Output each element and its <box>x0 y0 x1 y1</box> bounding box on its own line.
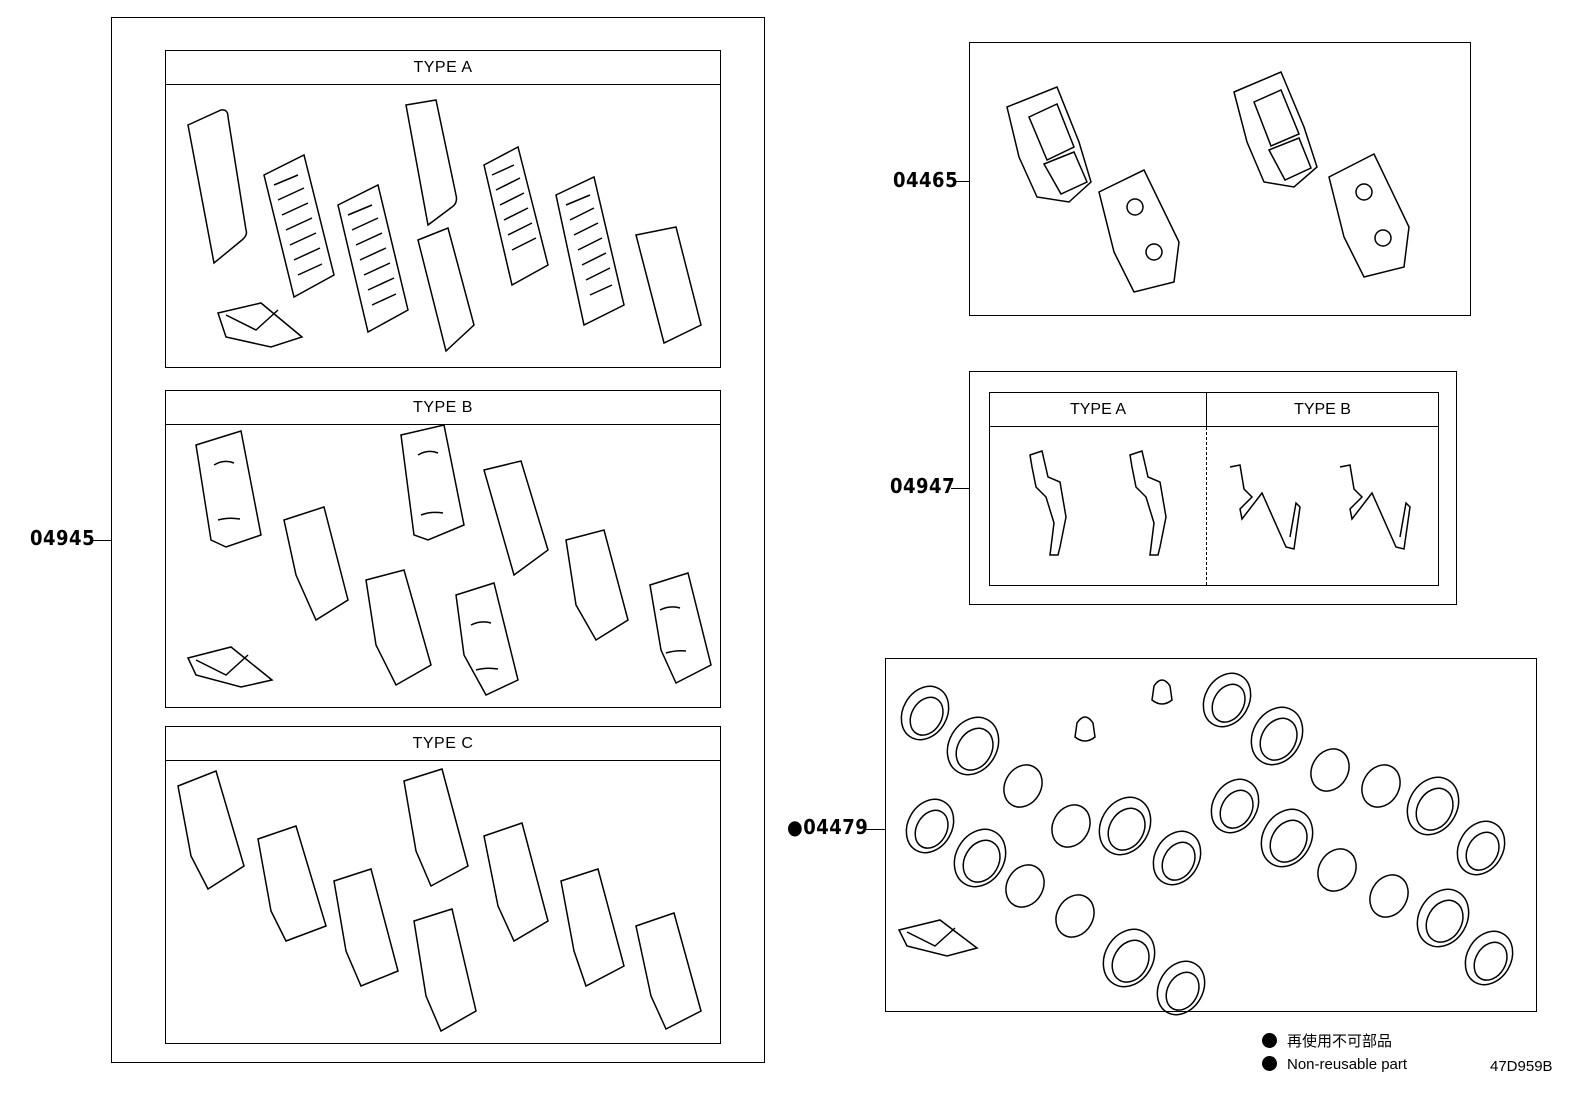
legend-jp-text: 再使用不可部品 <box>1287 1033 1393 1050</box>
seal-ring <box>1098 796 1152 856</box>
part-number-04479[interactable]: ●04479 <box>787 815 868 839</box>
seal-ring-inner <box>1165 971 1200 1011</box>
brake-pad-illustrations <box>1006 71 1410 293</box>
seal-ring <box>1210 778 1260 834</box>
seal-ring <box>1416 888 1470 948</box>
part-number-04465[interactable]: 04465 <box>893 168 959 192</box>
leader-line <box>954 181 969 182</box>
leader-line <box>92 540 111 541</box>
legend-en-text: Non-reusable part <box>1287 1056 1408 1073</box>
legend-english: Non-reusable part <box>1262 1056 1407 1073</box>
leader-line <box>866 829 885 830</box>
clips-type-b-header: TYPE B <box>1207 393 1438 427</box>
shim-illustrations-type-b <box>186 424 712 696</box>
seal-ring-inner <box>1111 939 1150 983</box>
panel-title: TYPE C <box>166 727 720 761</box>
panel-type-a: TYPE A <box>165 50 721 368</box>
bullet-icon <box>1262 1033 1277 1048</box>
part-number-04945[interactable]: 04945 <box>30 526 96 550</box>
seal-ring-inner <box>1269 819 1308 863</box>
seal-ring-inner <box>1425 899 1464 943</box>
shim-kit-frame <box>111 17 765 1063</box>
seal-ring <box>1202 672 1252 728</box>
leader-line <box>951 488 969 489</box>
seal-ring <box>1456 820 1506 876</box>
seal-ring-inner <box>909 696 944 736</box>
seal-ring-inner <box>1211 683 1246 723</box>
part-number-04947[interactable]: 04947 <box>890 474 956 498</box>
seal-ring <box>946 716 1000 776</box>
shim-illustrations-type-c <box>177 768 702 1033</box>
dust-boot <box>1151 679 1173 705</box>
seal-ring <box>1406 776 1460 836</box>
seal-ring-inner <box>1415 787 1454 831</box>
seal-ring-inner <box>962 839 1001 883</box>
seal-ring <box>1156 960 1206 1016</box>
part-number-text: 04479 <box>803 815 869 839</box>
clips-table: TYPE A TYPE B <box>989 392 1439 586</box>
clips-frame <box>969 371 1457 605</box>
panel-title: TYPE B <box>166 391 720 425</box>
shim-illustrations-type-a <box>187 99 702 353</box>
seal-ring-inner <box>914 809 949 849</box>
clip-illustrations <box>1029 450 1411 556</box>
seal-ring <box>1055 894 1095 938</box>
seal-ring-inner <box>1259 717 1298 761</box>
non-reusable-marker: ● <box>787 815 804 839</box>
seal-ring <box>953 828 1007 888</box>
seal-ring <box>1003 764 1043 808</box>
seal-ring <box>1464 930 1514 986</box>
seal-ring <box>1005 864 1045 908</box>
seal-ring <box>1051 804 1091 848</box>
seal-ring-inner <box>1219 789 1254 829</box>
seal-ring <box>1369 874 1409 918</box>
seal-kit-illustrations <box>897 672 1514 1016</box>
bullet-icon <box>1262 1056 1277 1071</box>
seal-ring-inner <box>1473 941 1508 981</box>
clips-type-a-header: TYPE A <box>990 393 1207 427</box>
seal-ring-inner <box>1465 831 1500 871</box>
seal-ring <box>1260 808 1314 868</box>
seal-ring-inner <box>1161 841 1196 881</box>
diagram-code: 47D959B <box>1490 1058 1553 1075</box>
seal-ring-inner <box>955 727 994 771</box>
seal-ring-inner <box>1107 807 1146 851</box>
panel-type-c: TYPE C <box>165 726 721 1044</box>
seal-ring <box>905 798 955 854</box>
seal-ring <box>1310 748 1350 792</box>
grease-packet <box>897 919 979 957</box>
seal-ring <box>1250 706 1304 766</box>
dust-boot <box>1074 716 1096 742</box>
seal-ring <box>1361 764 1401 808</box>
brake-pads-frame <box>969 42 1471 316</box>
seal-ring <box>1102 928 1156 988</box>
seal-ring <box>1317 848 1357 892</box>
clips-column-divider <box>1206 427 1207 585</box>
seal-ring <box>1152 830 1202 886</box>
legend-japanese: 再使用不可部品 <box>1262 1030 1392 1051</box>
panel-title: TYPE A <box>166 51 720 85</box>
seal-kit-frame <box>885 658 1537 1012</box>
panel-type-b: TYPE B <box>165 390 721 708</box>
seal-ring <box>900 685 950 741</box>
